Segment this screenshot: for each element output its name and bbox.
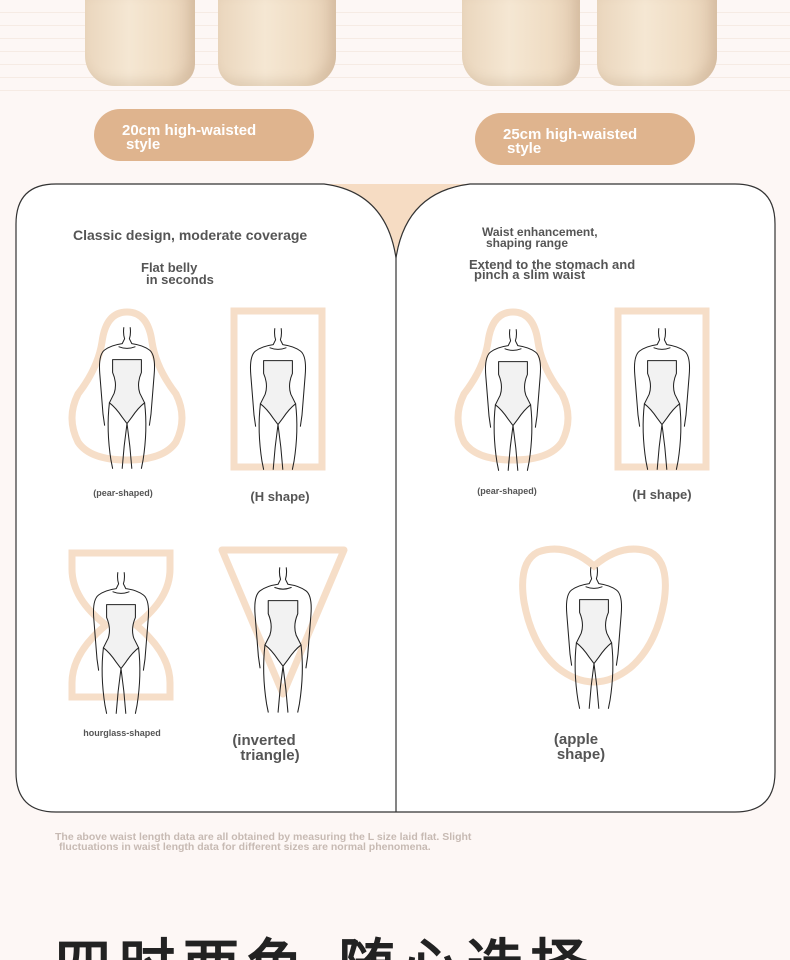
label-line-2: shape)	[556, 746, 606, 763]
subheading-line-1: Extend to the stomach and	[469, 257, 636, 272]
inverted-triangle-figure	[218, 546, 348, 713]
footnote-line-2: fluctuations in waist length data for di…	[59, 841, 431, 853]
section-title: 四时两色 随心选择	[55, 936, 595, 960]
left-panel-heading: Classic design, moderate coverage	[73, 227, 308, 243]
pear-shape-figure-left	[68, 308, 186, 470]
h-shape-figure-left	[230, 307, 326, 471]
h-shape-figure-right	[614, 307, 710, 471]
pill-line-2: style	[507, 140, 542, 157]
footnote-line-1: The above waist length data are all obta…	[55, 831, 472, 843]
pill-line-2: style	[126, 136, 161, 153]
style-pill-20cm: 20cm high-waisted style	[94, 109, 314, 161]
heading-line-2: shaping range	[486, 236, 569, 250]
product-leg-left-2	[218, 0, 336, 86]
left-panel-subheading: Flat belly in seconds	[141, 260, 214, 287]
pill-line-1: 25cm high-waisted	[503, 126, 638, 143]
product-leg-left-1	[85, 0, 195, 86]
subheading-line-2: in seconds	[146, 272, 214, 287]
subheading-line-2: pinch a slim waist	[474, 267, 586, 282]
label-h-right: (H shape)	[632, 487, 692, 502]
pear-shape-figure-right	[454, 308, 572, 472]
label-pear-right: (pear-shaped)	[477, 486, 537, 496]
label-line-2: triangle)	[240, 747, 300, 764]
footnote: The above waist length data are all obta…	[55, 831, 755, 853]
label-pear-left: (pear-shaped)	[93, 488, 153, 498]
right-panel-subheading: Extend to the stomach and pinch a slim w…	[469, 257, 636, 282]
hourglass-shape-figure	[68, 549, 174, 715]
right-panel-heading: Waist enhancement, shaping range	[482, 225, 598, 250]
product-leg-right-1	[462, 0, 580, 86]
subheading-line-1: Flat belly	[141, 260, 198, 275]
label-h-left: (H shape)	[250, 489, 310, 504]
label-apple: (apple shape)	[536, 732, 616, 762]
label-line-1: (inverted	[232, 732, 296, 749]
heading-line-1: Waist enhancement,	[482, 225, 598, 239]
label-line-1: (apple	[553, 731, 599, 748]
pill-line-1: 20cm high-waisted	[122, 122, 257, 139]
style-pill-25cm: 25cm high-waisted style	[475, 113, 695, 165]
product-leg-right-2	[597, 0, 717, 86]
apple-shape-figure	[519, 545, 669, 710]
label-hourglass: hourglass-shaped	[83, 728, 161, 738]
label-inverted-triangle: (inverted triangle)	[214, 733, 314, 763]
